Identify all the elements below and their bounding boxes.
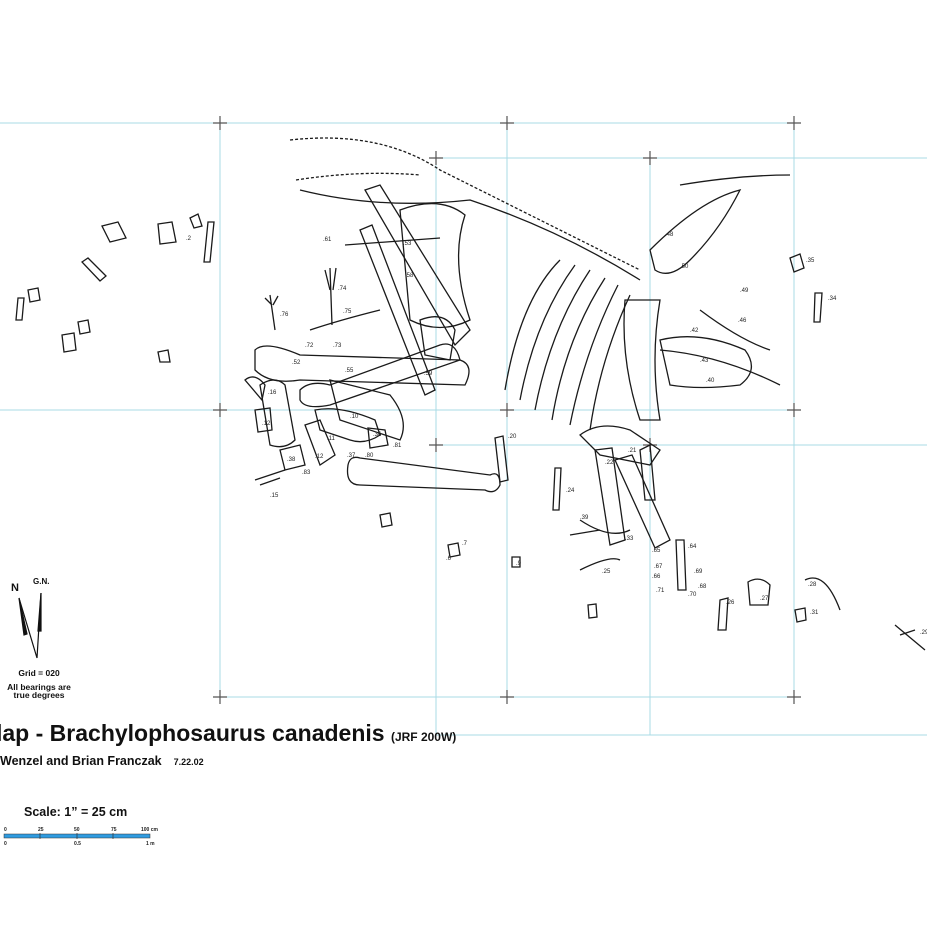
bone-label: .34 [828,296,837,302]
bone-label: .69 [694,569,703,575]
bone-number-labels: .61 .53 .58 .74 .76 .75 .72 .73 .52 .55 .59 .16 .12.… [186,232,927,636]
bone-label: .64 [688,544,697,550]
north-label: N [11,582,19,594]
bone-label: .67 [654,564,663,570]
bone-label: .15 [270,493,279,499]
bone-label: .81 [393,443,402,449]
bone-label: .37 [347,453,356,459]
bone-label: .22 [605,460,614,466]
bone-label: .12 [315,454,324,460]
bone-label: .68 [698,584,707,590]
bearing-note-2: true degrees [13,690,65,700]
bone-label: .72 [305,343,314,349]
bone-label: .55 [345,368,354,374]
bone-label: .11 [327,436,336,442]
bone-label: .75 [343,309,352,315]
bone-label: .46 [738,318,747,324]
grid-cross-marker [500,690,514,704]
authors-text: Wenzel and Brian Franczak [0,754,162,768]
bone-label: .20 [508,434,517,440]
bone-label: .61 [323,237,332,243]
bearing-note-1: All bearings are [7,682,71,692]
scale-tick-cm: 0 [4,827,7,833]
bone-label: .70 [688,592,697,598]
bone-label: .53 [403,241,412,247]
bone-label: .66 [652,574,661,580]
grid-cross-marker [429,151,443,165]
grid-cross-marker [500,116,514,130]
bone-label: .29 [920,630,927,636]
scale-tick-cm: 50 [74,827,80,833]
bone-label: .48 [665,232,674,238]
bone-label: .35 [806,258,815,264]
bone-label: .27 [760,596,769,602]
bone-label: .26 [726,600,735,606]
grid-north-label: G.N. [33,577,50,586]
bone-label: .58 [405,273,414,279]
bone-label: .73 [333,343,342,349]
scale-tick-cm: 100 cm [141,827,158,833]
map-title: lap - Brachylophosaurus canadenis (JRF 2… [0,720,456,747]
north-arrow-icon [18,592,42,659]
grid-note: Grid = 020 [18,668,60,678]
grid-cross-marker [787,403,801,417]
bone-label: .38 [287,457,296,463]
bone-label: .12 [262,421,271,427]
grid-cross-marker [787,116,801,130]
bone-label: .76 [280,312,289,318]
bone-label: .42 [690,328,699,334]
grid-cross-marker [500,403,514,417]
bone-label: .9 [516,561,522,567]
scale-tick-cm: 25 [38,827,44,833]
bone-label: .24 [566,488,575,494]
bone-label: .52 [292,360,301,366]
scale-label: Scale: 1” = 25 cm [24,805,128,819]
bone-label: .80 [365,453,374,459]
bone-label: .7 [462,541,468,547]
scale-tick-cm: 75 [111,827,117,833]
bone-label: .83 [302,470,311,476]
bone-label: .43 [700,358,709,364]
bone-label: .71 [656,588,665,594]
map-date: 7.22.02 [173,757,204,767]
grid-cross-marker [429,438,443,452]
grid-cross-marker [213,116,227,130]
bone-label: .2 [186,236,192,242]
grid-lines [0,122,927,736]
grid-cross-marker [213,690,227,704]
scale-tick-m: 0.5 [74,841,81,847]
map-authors: Wenzel and Brian Franczak 7.22.02 [0,754,204,768]
bone-label: .10 [350,414,359,420]
bone-label: .59 [424,371,433,377]
bone-label: .65 [652,548,661,554]
bone-label: .50 [680,264,689,270]
scale-tick-m: 1 m [146,841,155,847]
specimen-number: (JRF 200W) [390,730,457,744]
bone-label: .40 [706,378,715,384]
scale-bar [3,833,151,839]
bone-label: .74 [338,286,347,292]
bone-label: .25 [602,569,611,575]
bone-label: .39 [580,515,589,521]
bone-label: .33 [625,536,634,542]
bone-label: .6 [446,556,452,562]
bone-label: .16 [268,390,277,396]
bone-outlines [15,137,926,651]
grid-cross-marker [213,403,227,417]
bone-label: .21 [628,448,637,454]
title-text: lap - Brachylophosaurus canadenis [0,720,385,746]
bone-label: .49 [740,288,749,294]
grid-cross-marker [787,690,801,704]
bone-label: .36 [373,432,382,438]
scale-tick-m: 0 [4,841,7,847]
grid-cross-marker [643,151,657,165]
bone-label: .31 [810,610,819,616]
bone-label: .28 [808,582,817,588]
